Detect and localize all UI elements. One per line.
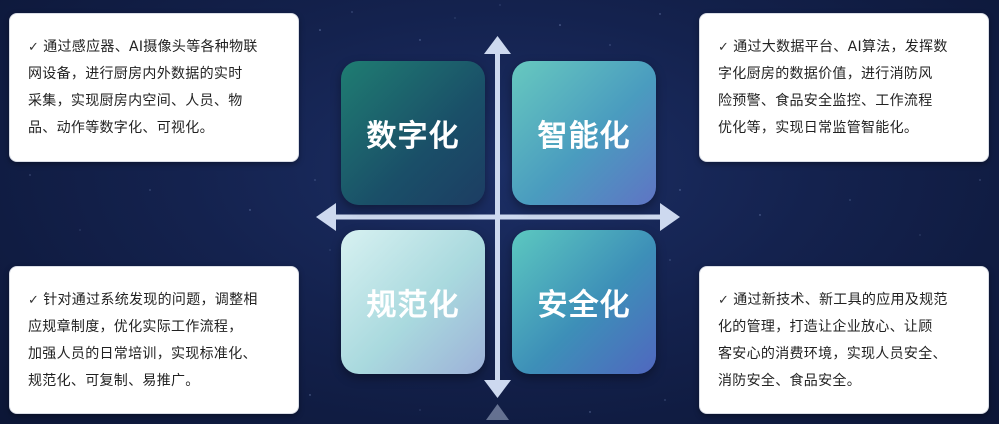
- arrow-left-icon: [316, 203, 336, 231]
- card-line: 应规章制度，优化实际工作流程，: [28, 319, 243, 335]
- card-line: ✓通过大数据平台、AI算法，发挥数: [718, 39, 948, 55]
- card-line: 网设备，进行厨房内外数据的实时: [28, 66, 243, 82]
- card-line: 优化等，实现日常监管智能化。: [718, 120, 919, 136]
- card-line: ✓通过感应器、AI摄像头等各种物联: [28, 39, 258, 55]
- tile-digitalization: 数字化: [341, 61, 485, 205]
- check-icon: ✓: [718, 293, 730, 308]
- check-icon: ✓: [718, 40, 730, 55]
- tile-intelligence: 智能化: [512, 61, 656, 205]
- card-line: 客安心的消费环境，实现人员安全、: [718, 346, 947, 362]
- card-line: 品、动作等数字化、可视化。: [28, 120, 214, 136]
- card-standardization: ✓针对通过系统发现的问题，调整相 应规章制度，优化实际工作流程， 加强人员的日常…: [9, 266, 299, 414]
- card-intelligence: ✓通过大数据平台、AI算法，发挥数 字化厨房的数据价值，进行消防风 险预警、食品…: [699, 13, 989, 162]
- arrow-down-icon: [484, 380, 511, 398]
- check-icon: ✓: [28, 293, 40, 308]
- card-line: 加强人员的日常培训，实现标准化、: [28, 346, 257, 362]
- horizontal-axis-line: [328, 214, 668, 220]
- arrow-right-icon: [660, 203, 680, 231]
- tile-safety: 安全化: [512, 230, 656, 374]
- card-line: 采集，实现厨房内空间、人员、物: [28, 93, 243, 109]
- card-line: ✓针对通过系统发现的问题，调整相: [28, 292, 258, 308]
- card-digitalization: ✓通过感应器、AI摄像头等各种物联 网设备，进行厨房内外数据的实时 采集，实现厨…: [9, 13, 299, 162]
- arrow-up-icon: [484, 36, 511, 54]
- card-line: ✓通过新技术、新工具的应用及规范: [718, 292, 948, 308]
- card-line: 化的管理，打造让企业放心、让顾: [718, 319, 933, 335]
- card-line: 字化厨房的数据价值，进行消防风: [718, 66, 933, 82]
- card-safety: ✓通过新技术、新工具的应用及规范 化的管理，打造让企业放心、让顾 客安心的消费环…: [699, 266, 989, 414]
- check-icon: ✓: [28, 40, 40, 55]
- card-line: 险预警、食品安全监控、工作流程: [718, 93, 933, 109]
- tile-standardization: 规范化: [341, 230, 485, 374]
- card-line: 消防安全、食品安全。: [718, 373, 861, 389]
- card-line: 规范化、可复制、易推广。: [28, 373, 200, 389]
